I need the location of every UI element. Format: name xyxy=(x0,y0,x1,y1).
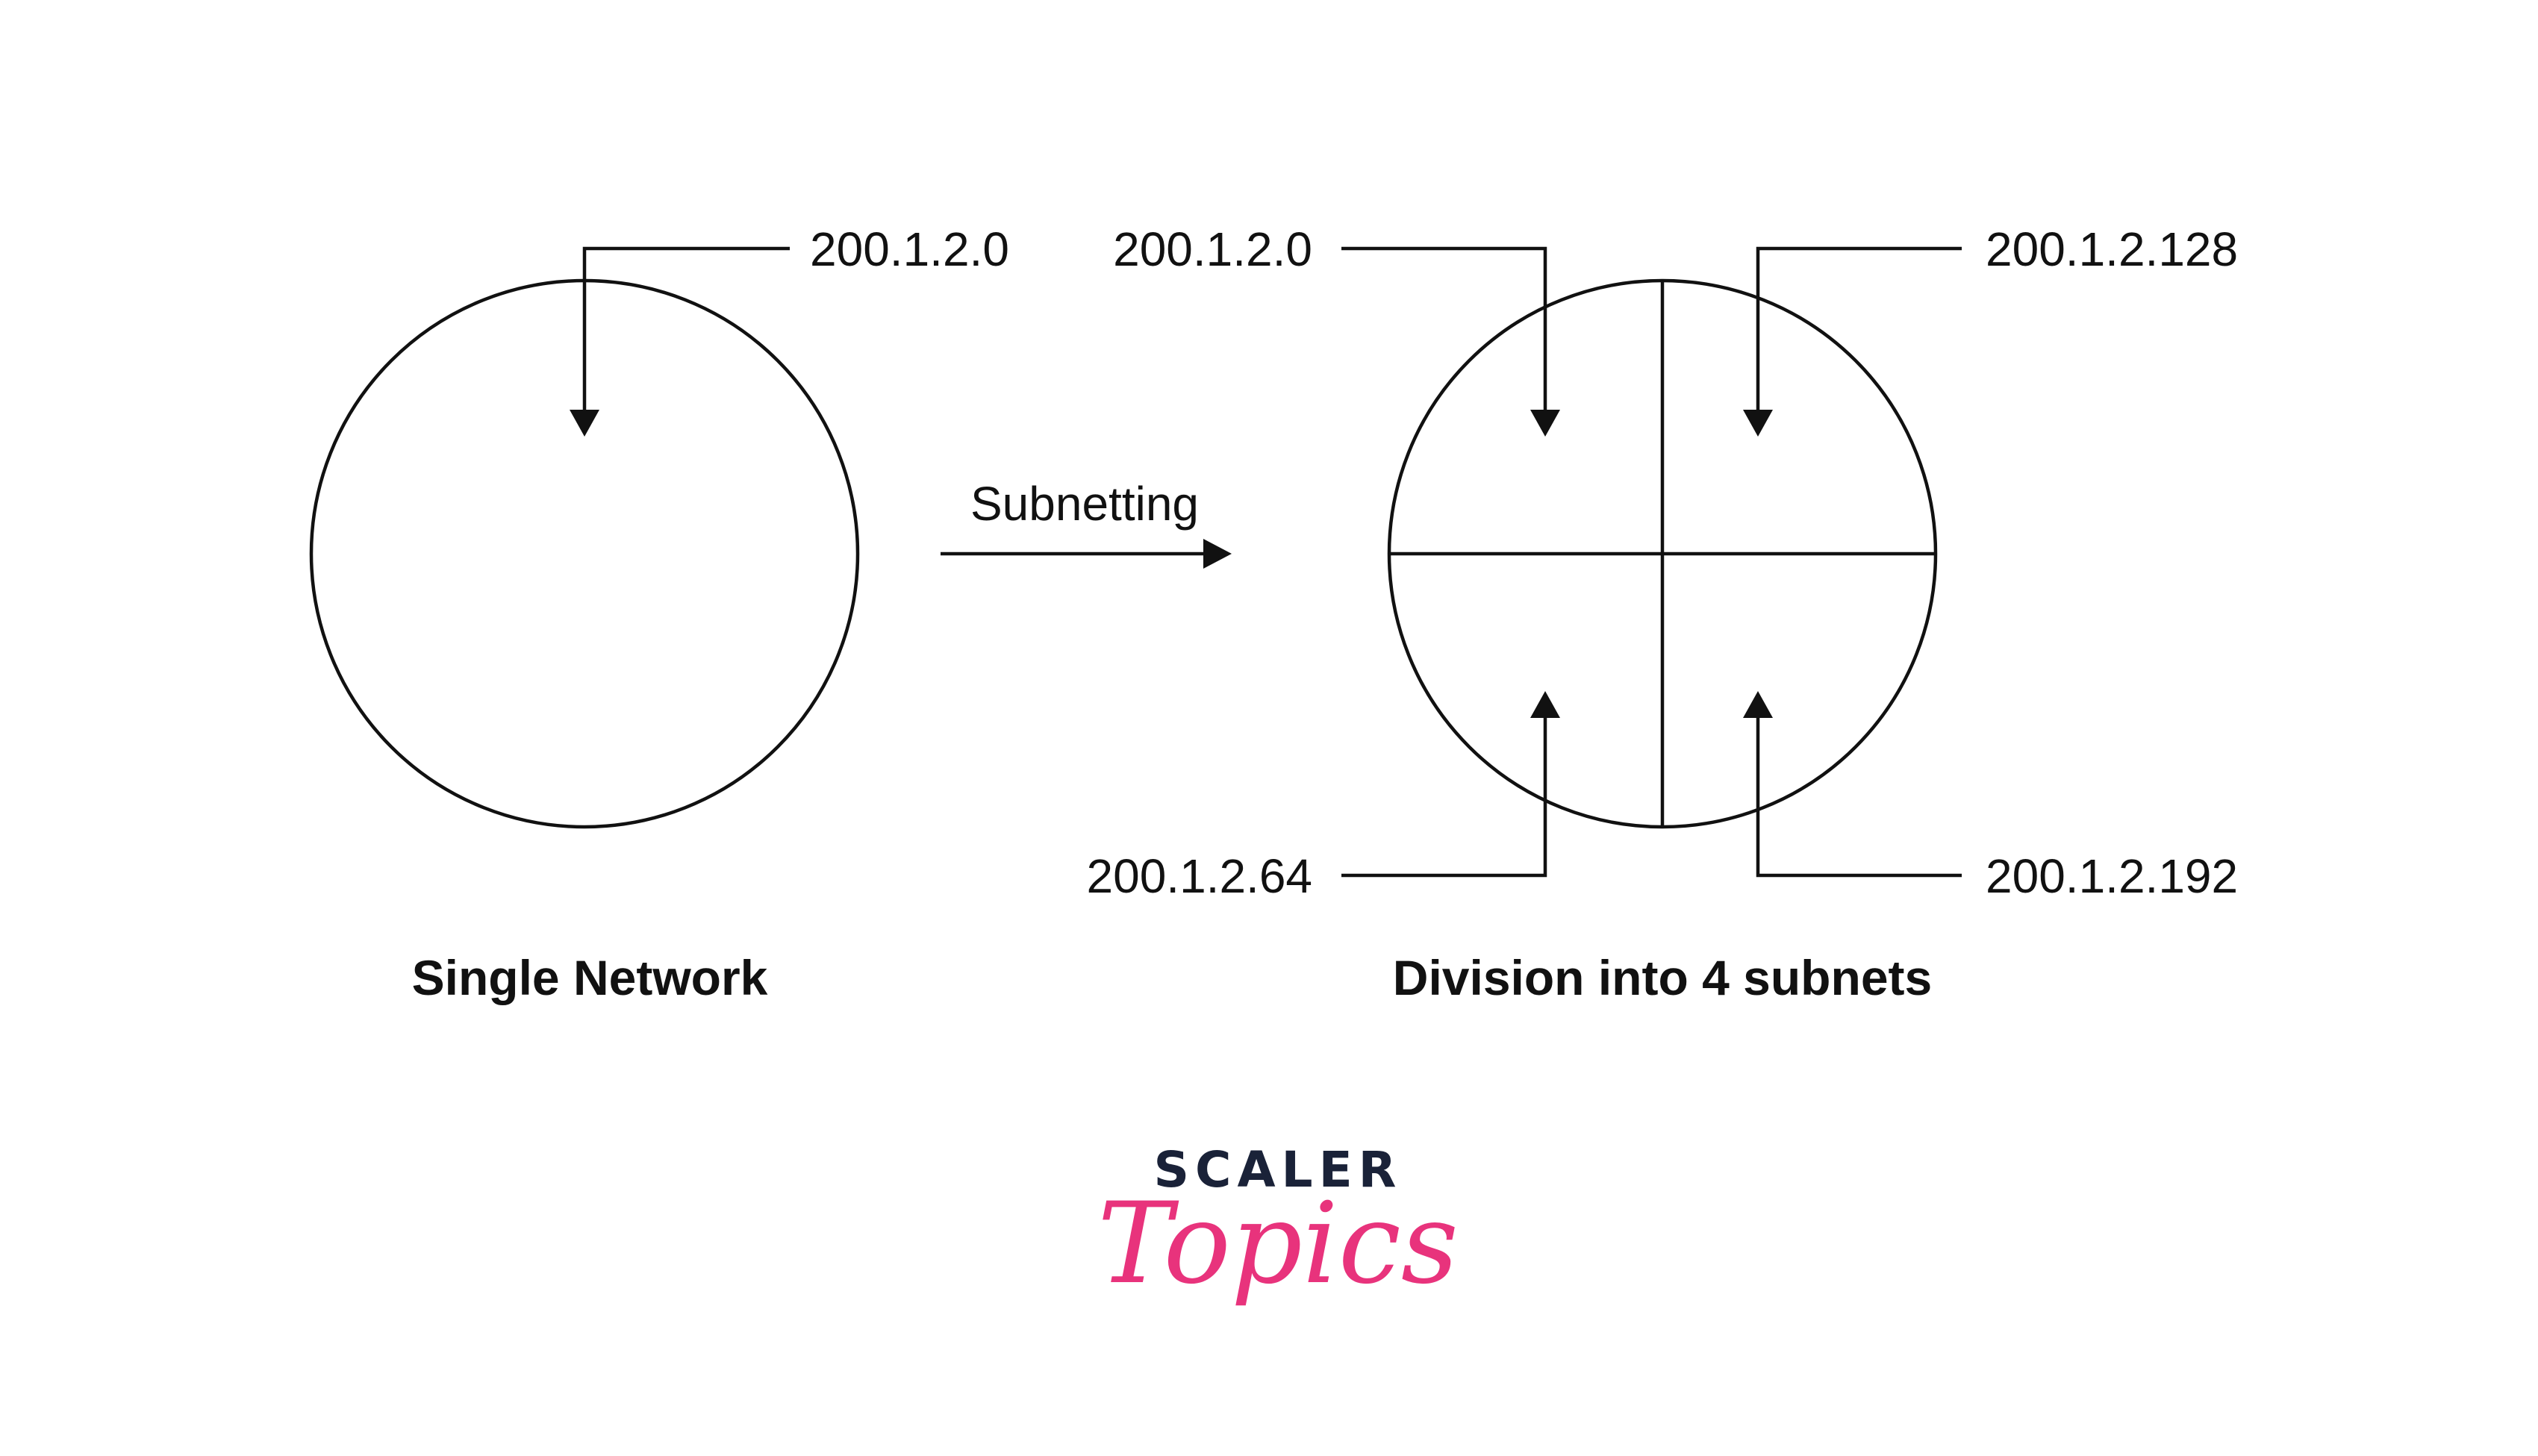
subnetting-arrow-group: Subnetting xyxy=(941,477,1232,569)
single-network-group: 200.1.2.0 Single Network xyxy=(309,222,1009,1005)
subnet-top-left-address: 200.1.2.0 xyxy=(1113,222,1312,276)
subnetting-arrowhead xyxy=(1203,539,1232,569)
subnet-bottom-left-connector xyxy=(1341,715,1547,878)
scaler-topics-logo: SCALER Topics xyxy=(1097,1141,1459,1309)
subnet-bottom-right-address: 200.1.2.192 xyxy=(1986,849,2238,903)
subnet-top-right-arrowhead xyxy=(1743,410,1773,437)
subnet-bottom-right-arrowhead xyxy=(1743,691,1773,718)
subnetting-label: Subnetting xyxy=(970,477,1199,531)
subnet-top-left-connector xyxy=(1341,246,1547,413)
subnet-top-right-address: 200.1.2.128 xyxy=(1986,222,2238,276)
subnet-top-left-arrowhead xyxy=(1530,410,1560,437)
logo-scaler-text: SCALER xyxy=(1153,1141,1402,1199)
subnet-bottom-right-connector xyxy=(1756,715,1962,878)
single-network-caption: Single Network xyxy=(412,950,768,1005)
divided-network-group: 200.1.2.0 200.1.2.128 200.1.2.64 200.1.2… xyxy=(1087,222,2239,1005)
subnet-top-right-connector xyxy=(1756,246,1962,413)
subnet-bottom-left-address: 200.1.2.64 xyxy=(1087,849,1313,903)
single-network-connector xyxy=(582,246,790,413)
subnet-bottom-left-arrowhead xyxy=(1530,691,1560,718)
single-network-arrowhead xyxy=(570,410,599,437)
logo-topics-text: Topics xyxy=(1097,1179,1459,1309)
single-network-address-label: 200.1.2.0 xyxy=(810,222,1009,276)
divided-network-caption: Division into 4 subnets xyxy=(1393,950,1932,1005)
